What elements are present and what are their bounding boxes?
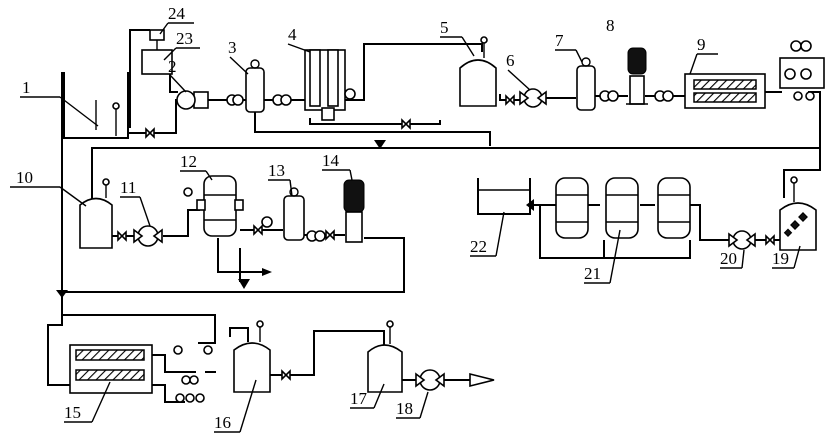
label-19: 19 (772, 249, 789, 268)
equipment-7-filter (576, 57, 619, 111)
equipment-22-tank (477, 178, 531, 215)
label-5: 5 (440, 18, 449, 37)
label-17: 17 (350, 389, 368, 408)
label-18: 18 (396, 399, 413, 418)
equipment-10-tank (79, 178, 113, 249)
equipment-9-membrane (654, 40, 825, 109)
equipment-labels: 1 2 3 4 5 6 7 8 9 10 11 12 13 14 15 16 1… (16, 4, 789, 432)
equipment-19-tank (779, 176, 817, 251)
equipment-5-tank (459, 36, 497, 107)
equipment-17-tank (367, 320, 403, 393)
pipe-network (47, 29, 821, 403)
label-2: 2 (168, 57, 177, 76)
equipment-4-filter (272, 49, 356, 121)
equipment-20-pump (728, 230, 756, 250)
label-24: 24 (168, 4, 186, 23)
label-11: 11 (120, 178, 136, 197)
label-16: 16 (214, 413, 231, 432)
label-7: 7 (555, 31, 564, 50)
equipment-3-filter (226, 59, 265, 113)
label-12: 12 (180, 152, 197, 171)
label-20: 20 (720, 249, 737, 268)
label-13: 13 (268, 161, 285, 180)
label-6: 6 (506, 51, 515, 70)
equipment-15-membrane (69, 344, 213, 403)
label-22: 22 (470, 237, 487, 256)
equipment-13-filter (261, 187, 326, 242)
label-1: 1 (22, 78, 31, 97)
equipment-1-tank (63, 72, 129, 139)
valves (117, 94, 775, 381)
equipment-16-tank (233, 320, 271, 393)
equipment-18-pump (415, 369, 445, 391)
label-10: 10 (16, 168, 33, 187)
equipment-11-pump (133, 187, 193, 247)
equipment-6-pump (519, 88, 547, 108)
label-14: 14 (322, 151, 340, 170)
equipment-12-vessel (196, 175, 244, 237)
equipment-23-24-dosing (141, 29, 173, 75)
equipment-8-column (626, 47, 648, 105)
equipment-2-pump (176, 90, 209, 110)
label-8: 8 (606, 16, 615, 35)
label-15: 15 (64, 403, 81, 422)
equipment-21-vessels (555, 177, 691, 239)
label-9: 9 (697, 35, 706, 54)
label-21: 21 (584, 264, 601, 283)
leader-lines (10, 22, 801, 433)
flow-arrows (56, 140, 534, 388)
label-4: 4 (288, 25, 297, 44)
label-23: 23 (176, 29, 193, 48)
equipment-14-column (343, 179, 365, 243)
label-3: 3 (228, 38, 237, 57)
